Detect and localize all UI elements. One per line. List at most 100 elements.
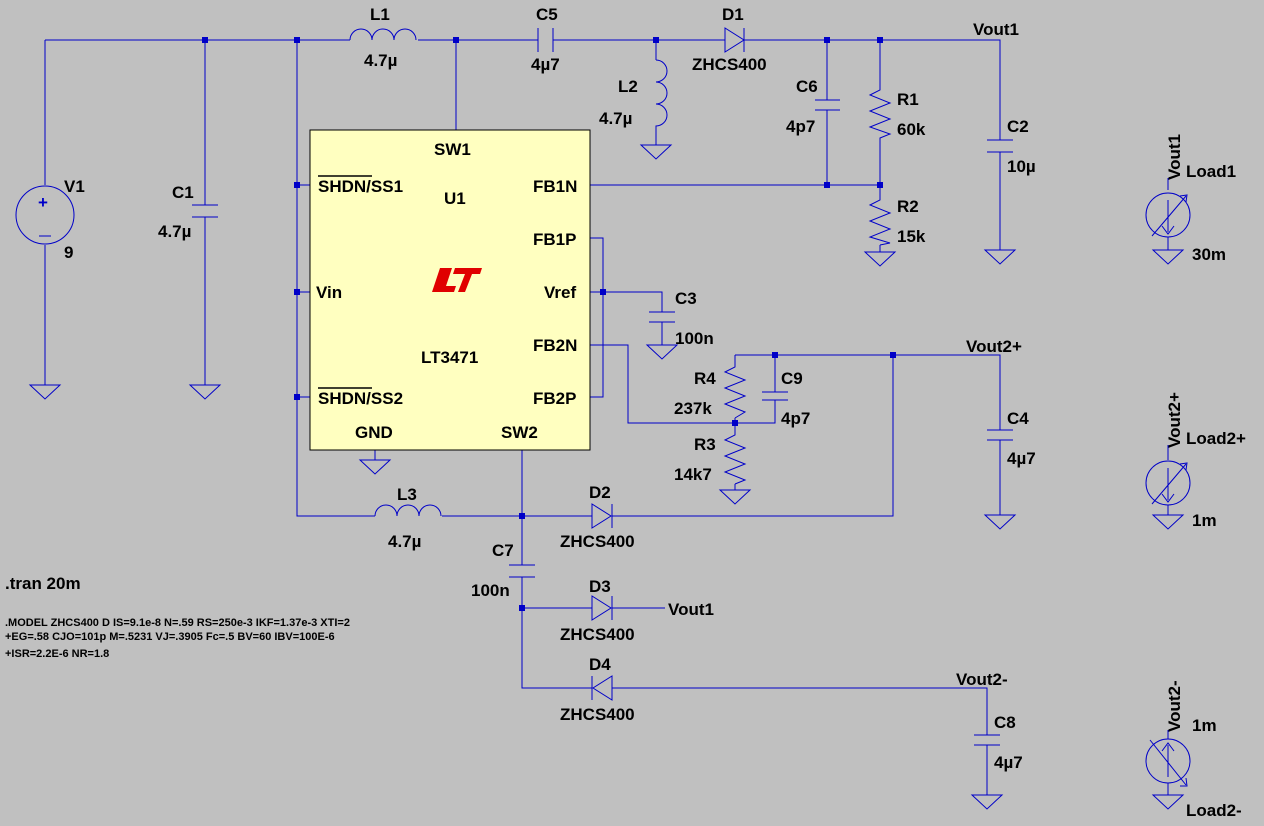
voltage-source-v1: + xyxy=(15,185,75,245)
load2p-value: 1m xyxy=(1192,511,1217,530)
net-vout1: Vout1 xyxy=(973,20,1019,39)
wire xyxy=(296,40,375,517)
ground-icon xyxy=(645,344,679,360)
pin-fb2n: FB2N xyxy=(533,336,577,355)
c7-value: 100n xyxy=(471,581,510,600)
capacitors xyxy=(192,28,1013,746)
resistor-r1 xyxy=(868,85,892,140)
diodes xyxy=(591,27,745,701)
junction-dot xyxy=(519,513,525,519)
junction-dot xyxy=(877,182,883,188)
wire xyxy=(612,355,894,517)
capacitor-c3 xyxy=(649,311,675,323)
junction-dots xyxy=(202,37,896,611)
d1-value: ZHCS400 xyxy=(692,55,767,74)
model-line-1: .MODEL ZHCS400 D IS=9.1e-8 N=.59 RS=250e… xyxy=(5,617,350,629)
c3-value: 100n xyxy=(675,329,714,348)
capacitor-c2 xyxy=(987,139,1013,153)
wire xyxy=(590,291,663,312)
l3-ref: L3 xyxy=(397,485,417,504)
r2-value: 15k xyxy=(897,227,926,246)
load1-symbol xyxy=(1145,178,1191,265)
l1-ref: L1 xyxy=(370,5,390,24)
d3-ref: D3 xyxy=(589,577,611,596)
ic-part: LT3471 xyxy=(421,348,478,367)
ground-icon xyxy=(358,459,392,475)
pin-shdn-ss1: SHDN/SS1 xyxy=(318,177,403,196)
v1-ref: V1 xyxy=(64,177,85,196)
junction-dot xyxy=(519,605,525,611)
c3-ref: C3 xyxy=(675,289,697,308)
r3-value: 14k7 xyxy=(674,465,712,484)
junction-dot xyxy=(890,352,896,358)
d2-value: ZHCS400 xyxy=(560,532,635,551)
capacitor-c4 xyxy=(987,429,1013,441)
c4-value: 4µ7 xyxy=(1007,449,1036,468)
diode-d1 xyxy=(724,27,745,53)
ic-ref: U1 xyxy=(444,189,466,208)
model-line-3: +ISR=2.2E-6 NR=1.8 xyxy=(5,648,109,660)
net-d3-vout1: Vout1 xyxy=(668,600,714,619)
r1-value: 60k xyxy=(897,120,926,139)
capacitor-c7 xyxy=(509,564,535,578)
inductors xyxy=(349,28,668,517)
junction-dot xyxy=(294,182,300,188)
load1-net: Vout1 xyxy=(1165,134,1184,180)
junction-dot xyxy=(732,420,738,426)
junction-dot xyxy=(824,37,830,43)
ground-icon xyxy=(970,794,1004,810)
wires xyxy=(44,39,1001,795)
pin-fb1p: FB1P xyxy=(533,230,576,249)
lt-logo-icon xyxy=(432,268,482,292)
c1-value: 4.7µ xyxy=(158,222,191,241)
pin-sw2: SW2 xyxy=(501,423,538,442)
l2-value: 4.7µ xyxy=(599,109,632,128)
inductor-l2 xyxy=(655,59,668,130)
d4-ref: D4 xyxy=(589,655,611,674)
capacitor-c8 xyxy=(974,734,1000,746)
r4-ref: R4 xyxy=(694,369,716,388)
junction-dot xyxy=(294,394,300,400)
r2-ref: R2 xyxy=(897,197,919,216)
c8-value: 4µ7 xyxy=(994,753,1023,772)
c2-ref: C2 xyxy=(1007,117,1029,136)
load2p-symbol xyxy=(1145,445,1191,530)
ground-icon xyxy=(188,384,222,400)
pin-vref: Vref xyxy=(544,283,576,302)
ground-icon xyxy=(28,384,62,400)
c1-ref: C1 xyxy=(172,183,194,202)
c6-value: 4p7 xyxy=(786,117,815,136)
r4-value: 237k xyxy=(674,399,712,418)
pin-shdn-ss2: SHDN/SS2 xyxy=(318,389,403,408)
wire xyxy=(521,577,592,689)
c5-ref: C5 xyxy=(536,5,558,24)
l2-ref: L2 xyxy=(618,77,638,96)
wire xyxy=(735,354,1001,430)
load2n-symbol xyxy=(1145,730,1191,810)
junction-dot xyxy=(877,37,883,43)
ground-icon xyxy=(983,514,1017,530)
l1-value: 4.7µ xyxy=(364,51,397,70)
inductor-l3 xyxy=(374,504,442,517)
ground-icon xyxy=(639,144,673,160)
c2-value: 10µ xyxy=(1007,157,1036,176)
wire xyxy=(612,687,988,735)
c7-ref: C7 xyxy=(492,541,514,560)
c4-ref: C4 xyxy=(1007,409,1029,428)
c9-value: 4p7 xyxy=(781,409,810,428)
net-vout2n: Vout2- xyxy=(956,670,1008,689)
d4-value: ZHCS400 xyxy=(560,705,635,724)
c9-ref: C9 xyxy=(781,369,803,388)
resistors xyxy=(723,85,892,485)
resistor-r4 xyxy=(723,362,747,419)
l3-value: 4.7µ xyxy=(388,532,421,551)
grounds xyxy=(28,144,1017,810)
ground-icon xyxy=(983,249,1017,265)
inductor-l1 xyxy=(349,28,417,41)
v1-value: 9 xyxy=(64,243,73,262)
wire xyxy=(590,344,776,424)
c8-ref: C8 xyxy=(994,713,1016,732)
r3-ref: R3 xyxy=(694,435,716,454)
c6-ref: C6 xyxy=(796,77,818,96)
